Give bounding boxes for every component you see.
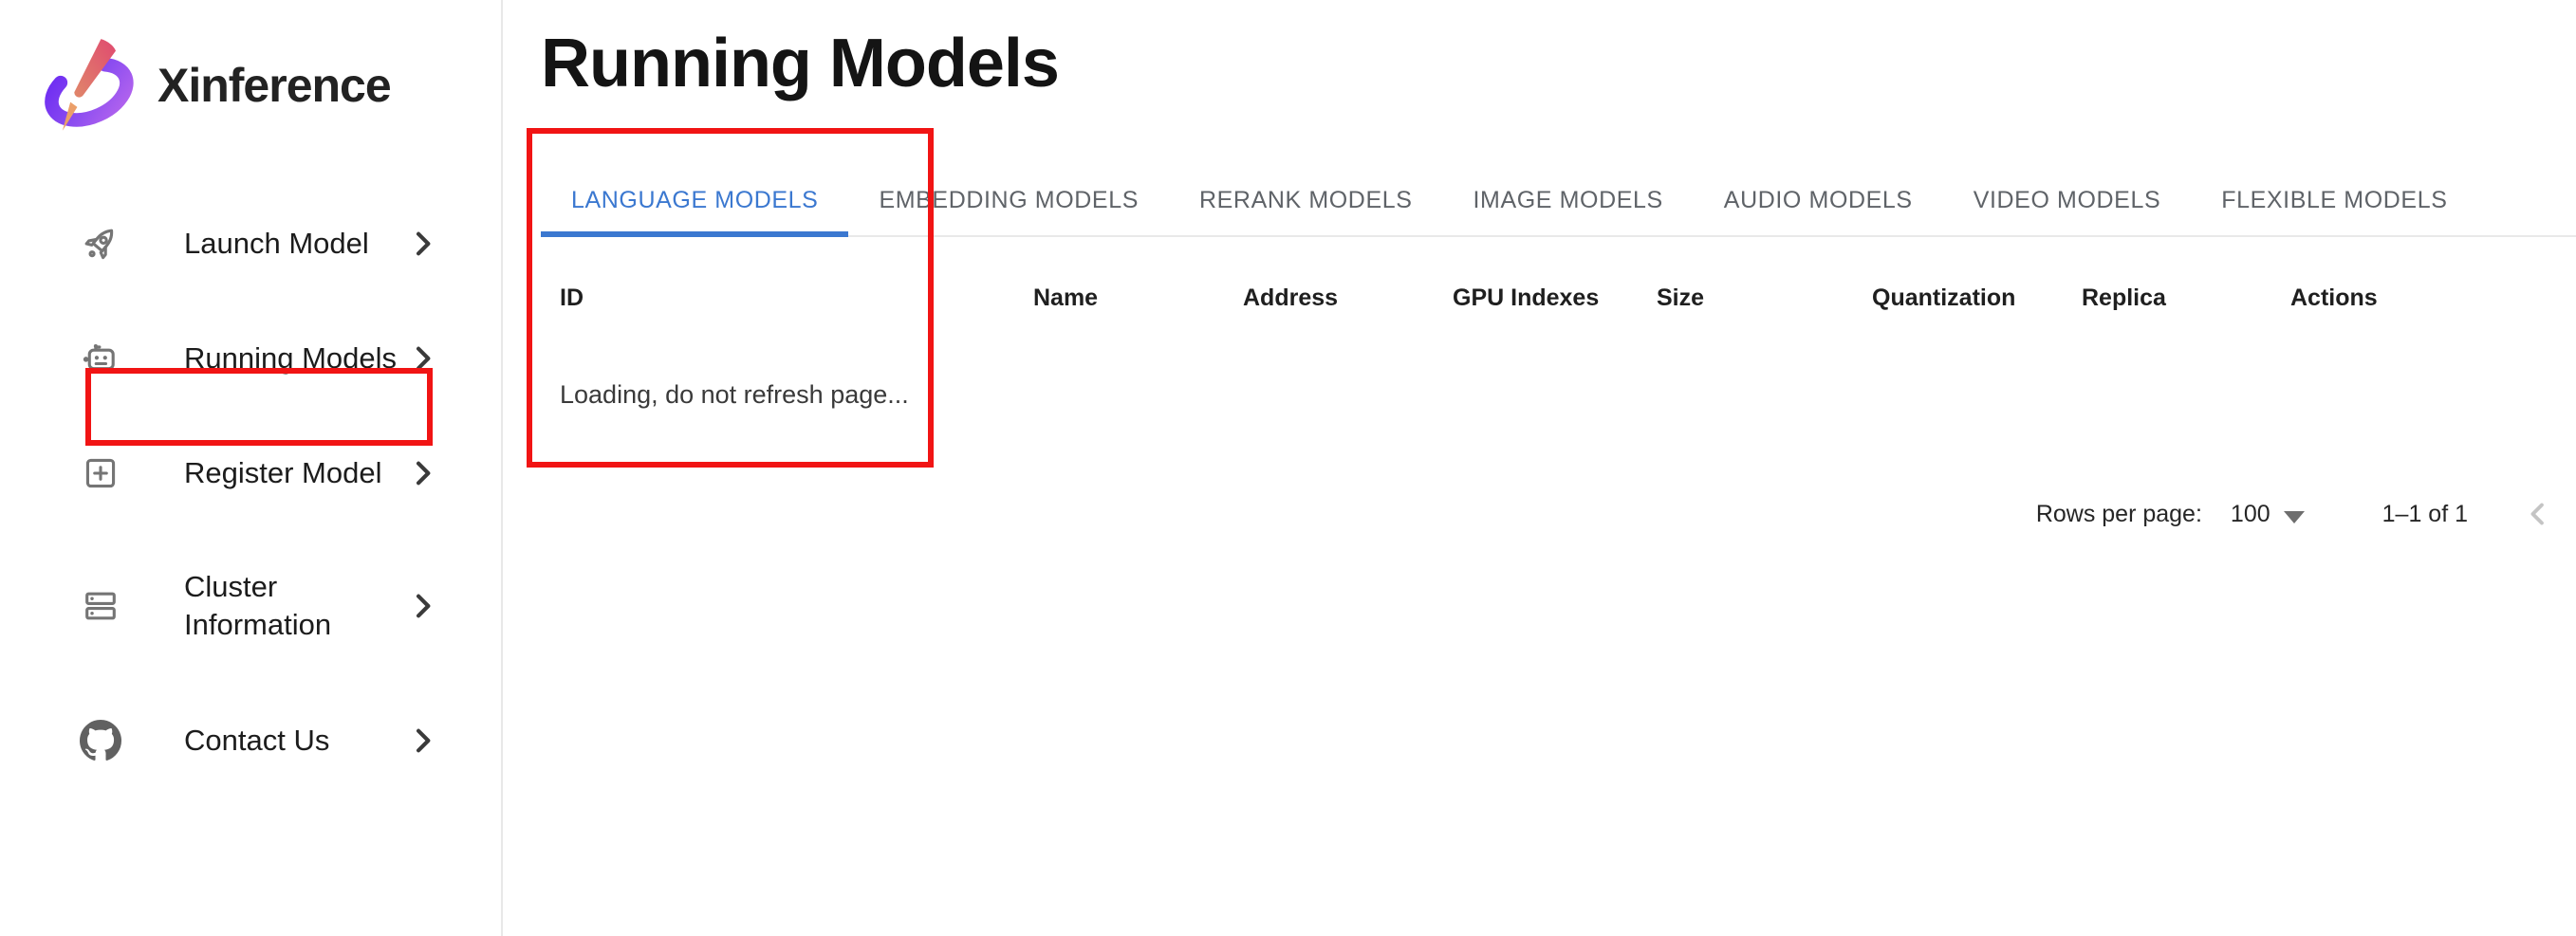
model-type-tabs: LANGUAGE MODELS EMBEDDING MODELS RERANK …	[541, 165, 2576, 237]
main-content: Running Models LANGUAGE MODELS EMBEDDING…	[503, 0, 2576, 936]
server-cluster-icon	[80, 585, 121, 627]
github-icon	[80, 720, 121, 762]
tab-video-models[interactable]: VIDEO MODELS	[1973, 186, 2161, 213]
column-header-id: ID	[560, 284, 584, 311]
chevron-right-icon	[404, 340, 440, 376]
chevron-right-icon	[404, 723, 440, 759]
chevron-right-icon	[404, 588, 440, 624]
sidebar-nav: Launch Model Runn	[0, 135, 501, 781]
rows-per-page-label: Rows per page:	[2035, 500, 2202, 527]
sidebar-item-register-model[interactable]: Register Model	[0, 432, 501, 514]
sidebar-item-cluster-information[interactable]: Cluster Information	[0, 554, 501, 658]
column-header-gpu-indexes: GPU Indexes	[1453, 284, 1600, 311]
tab-rerank-models[interactable]: RERANK MODELS	[1198, 186, 1413, 213]
tab-audio-models[interactable]: AUDIO MODELS	[1723, 186, 1913, 213]
sidebar-item-running-models[interactable]: Running Models	[0, 318, 501, 399]
rocket-launch-icon	[80, 223, 121, 265]
column-header-size: Size	[1657, 284, 1705, 311]
sidebar-item-label: Contact Us	[184, 724, 330, 758]
brand-name: Xinference	[158, 59, 392, 112]
sidebar-item-contact-us[interactable]: Contact Us	[0, 700, 501, 781]
tab-flexible-models[interactable]: FLEXIBLE MODELS	[2221, 186, 2448, 213]
sidebar-item-label: Launch Model	[184, 227, 369, 261]
sidebar-item-label: Register Model	[184, 456, 382, 490]
loading-status-text: Loading, do not refresh page...	[560, 380, 909, 409]
brand-logo: Xinference	[0, 0, 501, 135]
chevron-left-icon	[2530, 503, 2544, 525]
column-header-address: Address	[1243, 284, 1339, 311]
page-title: Running Models	[541, 26, 1060, 101]
tab-image-models[interactable]: IMAGE MODELS	[1473, 186, 1663, 213]
column-header-actions: Actions	[2290, 284, 2378, 311]
chevron-right-icon	[404, 226, 440, 262]
sidebar-item-label: Running Models	[184, 341, 398, 376]
table-header-row: ID Name Address GPU Indexes Size Quantiz…	[541, 284, 2576, 312]
sidebar-item-label: Cluster Information	[184, 570, 332, 641]
pagination-bar: Rows per page: 100 1–1 of 1	[541, 484, 2576, 544]
column-header-quantization: Quantization	[1872, 284, 2016, 311]
sidebar-item-launch-model[interactable]: Launch Model	[0, 203, 501, 284]
column-header-replica: Replica	[2082, 284, 2166, 311]
pagination-range-label: 1–1 of 1	[2381, 500, 2468, 527]
previous-page-button[interactable]	[2517, 493, 2559, 535]
add-box-icon	[80, 452, 121, 494]
chevron-right-icon	[404, 455, 440, 491]
xinference-logo-icon	[45, 39, 134, 131]
tab-embedding-models[interactable]: EMBEDDING MODELS	[879, 186, 1139, 213]
tab-language-models[interactable]: LANGUAGE MODELS	[541, 165, 849, 237]
dropdown-caret-icon[interactable]	[2283, 510, 2305, 523]
rows-per-page-select[interactable]: 100	[2230, 500, 2270, 527]
robot-icon	[80, 338, 121, 379]
sidebar: Xinference Launch Model	[0, 0, 503, 936]
column-header-name: Name	[1033, 284, 1099, 311]
